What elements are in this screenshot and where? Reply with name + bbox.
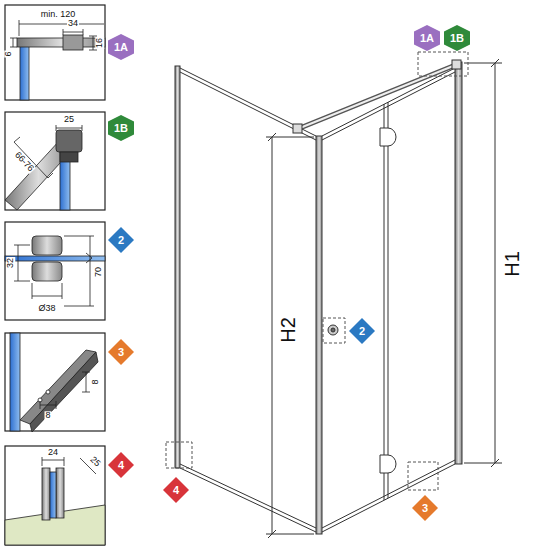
- callout-badge: 4: [163, 477, 189, 503]
- badge-outline: [349, 318, 375, 344]
- badge-outline: [108, 227, 134, 253]
- callout-number: 3: [412, 495, 438, 521]
- callout-number: 1B: [444, 25, 470, 51]
- dimension-label: Ø38: [37, 304, 56, 313]
- badge-outline: [108, 452, 134, 478]
- callout-number: 1B: [108, 115, 134, 141]
- badge-outline: [163, 477, 189, 503]
- badge-outline: [412, 495, 438, 521]
- callout-number: 2: [108, 227, 134, 253]
- badge-outline: [444, 25, 470, 51]
- height-dimension: H1: [502, 250, 523, 278]
- dimension-label: 24: [47, 448, 59, 457]
- callout-badge: 1A: [414, 25, 440, 51]
- callout-badge: 2: [349, 318, 375, 344]
- callout-badge: 1B: [444, 25, 470, 51]
- dimension-label: 8: [91, 378, 100, 385]
- callout-badge: 3: [108, 339, 134, 365]
- height-dimension: H2: [278, 316, 299, 344]
- callout-badge: 1B: [108, 115, 134, 141]
- callout-number: 2: [349, 318, 375, 344]
- dimension-label: 25: [63, 115, 75, 124]
- callout-badge: 2: [108, 227, 134, 253]
- dimension-label: 6: [4, 50, 13, 57]
- callout-number: 1A: [108, 34, 134, 60]
- callout-badge: 3: [412, 495, 438, 521]
- dimension-label: 34: [67, 19, 79, 28]
- callout-number: 4: [108, 452, 134, 478]
- dimension-label: 70: [94, 266, 103, 278]
- badge-outline: [414, 25, 440, 51]
- dimension-label: 32: [6, 257, 15, 269]
- dimension-label: 16: [95, 37, 104, 49]
- badge-outline: [108, 115, 134, 141]
- callout-badge: 4: [108, 452, 134, 478]
- badge-outline: [108, 34, 134, 60]
- dimension-label: 8: [44, 411, 51, 420]
- callout-badge: 1A: [108, 34, 134, 60]
- callout-number: 1A: [414, 25, 440, 51]
- callout-number: 4: [163, 477, 189, 503]
- badge-outline: [108, 339, 134, 365]
- callout-number: 3: [108, 339, 134, 365]
